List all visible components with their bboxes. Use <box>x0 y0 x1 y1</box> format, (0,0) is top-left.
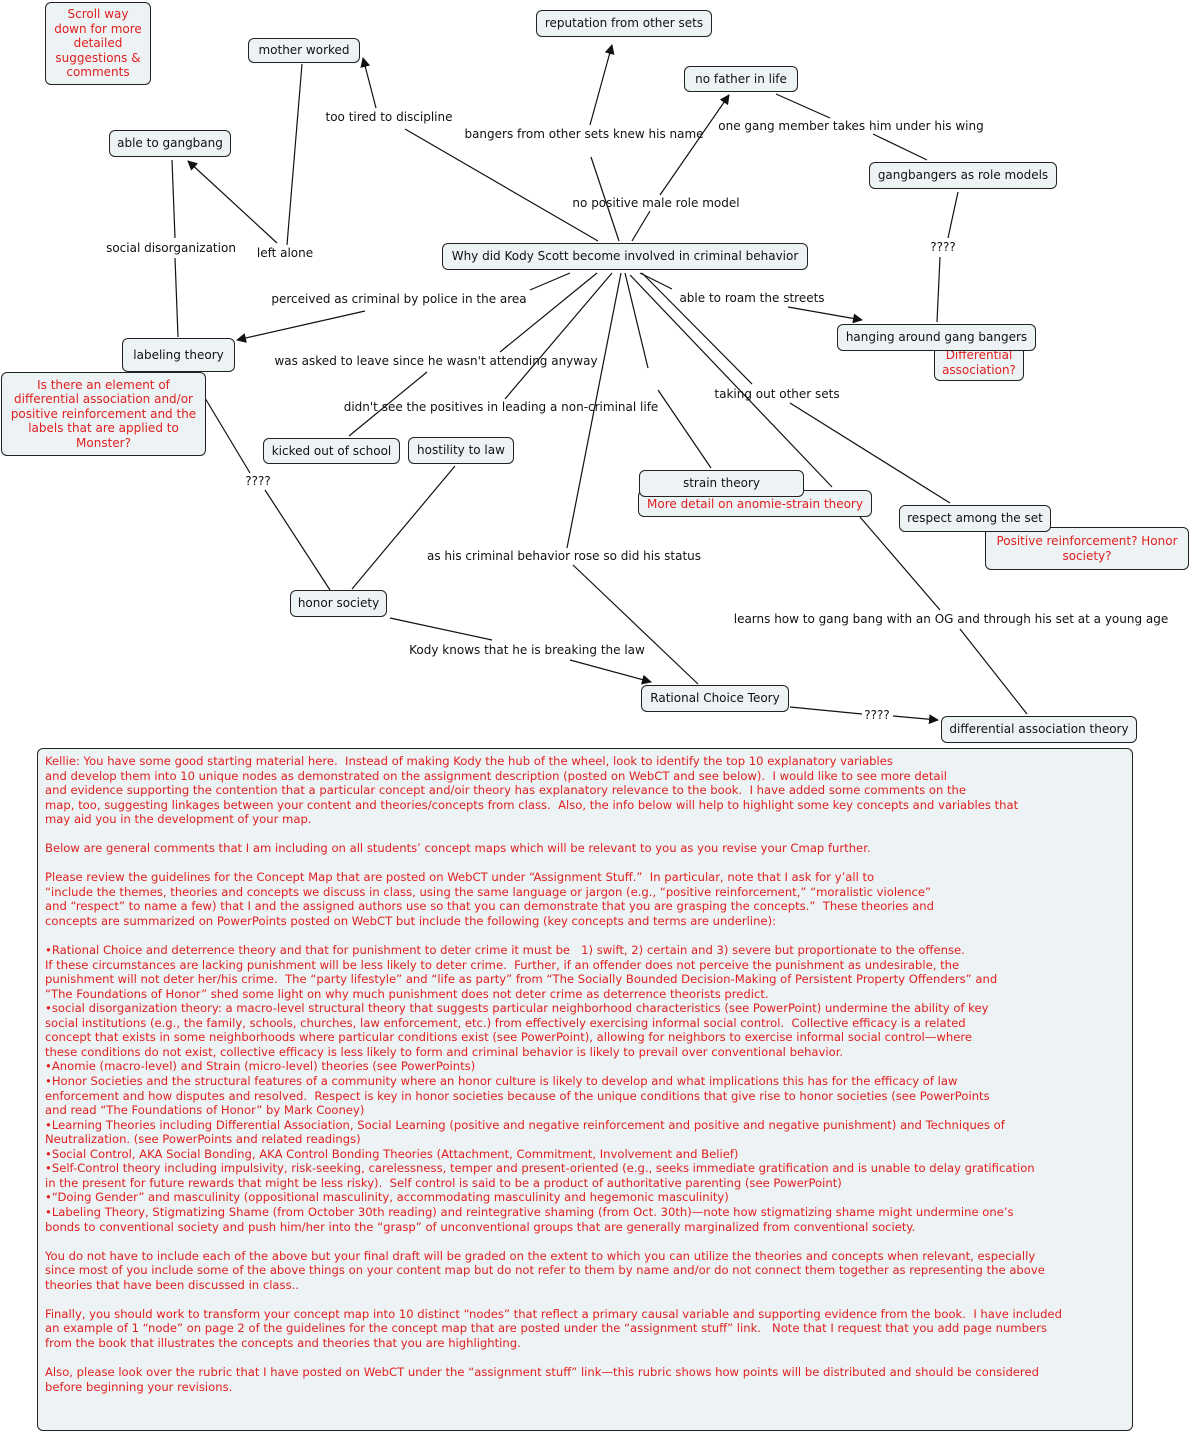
line-connector <box>171 159 176 239</box>
line-connector <box>504 272 613 400</box>
line-connector <box>657 389 712 469</box>
line-connector <box>872 133 928 161</box>
line-connector <box>629 274 833 488</box>
line-connector <box>775 93 831 119</box>
concept-hostility-to-law[interactable]: hostility to law <box>408 437 514 464</box>
link-too-tired[interactable]: too tired to discipline <box>325 110 453 124</box>
concept-mother-worked[interactable]: mother worked <box>248 38 360 63</box>
note-element-question[interactable]: Is there an element of differential asso… <box>1 372 206 456</box>
line-connector <box>499 272 598 353</box>
note-positive-reinforcement[interactable]: Positive reinforcement? Honor society? <box>985 527 1189 570</box>
arrow-connector <box>589 44 615 126</box>
concept-strain-theory[interactable]: strain theory <box>639 470 804 497</box>
line-connector <box>789 706 863 715</box>
line-connector <box>631 210 651 242</box>
line-connector <box>566 272 622 549</box>
concept-honor-society[interactable]: honor society <box>290 590 387 617</box>
line-connector <box>947 191 959 239</box>
concept-rational-choice[interactable]: Rational Choice Teory <box>641 685 789 712</box>
concept-no-father[interactable]: no father in life <box>684 66 798 92</box>
arrow-connector <box>892 714 939 725</box>
concept-role-models[interactable]: gangbangers as role models <box>869 162 1057 189</box>
line-connector <box>936 256 941 323</box>
link-question-3[interactable]: ???? <box>864 708 890 722</box>
arrow-connector <box>659 94 730 196</box>
link-asked-to-leave[interactable]: was asked to leave since he wasn't atten… <box>274 354 598 368</box>
instructor-comment-box[interactable]: Kellie: You have some good starting mate… <box>37 748 1133 1431</box>
arrow-connector <box>236 310 366 343</box>
link-social-disorganization[interactable]: social disorganization <box>106 241 236 255</box>
concept-able-to-gangbang[interactable]: able to gangbang <box>109 130 231 157</box>
link-learns-gang-bang[interactable]: learns how to gang bang with an OG and t… <box>733 612 1169 626</box>
link-no-positive-role-model[interactable]: no positive male role model <box>572 196 740 210</box>
line-connector <box>859 516 941 611</box>
arrow-connector <box>569 659 652 685</box>
line-connector <box>204 397 251 474</box>
note-scroll-down[interactable]: Scroll way down for more detailed sugges… <box>45 2 151 85</box>
line-connector <box>174 257 179 338</box>
link-perceived-criminal[interactable]: perceived as criminal by police in the a… <box>271 292 527 306</box>
link-left-alone[interactable]: left alone <box>256 246 314 260</box>
link-knows-breaking-law[interactable]: Kody knows that he is breaking the law <box>409 643 645 657</box>
line-connector <box>286 63 303 246</box>
link-status-rose[interactable]: as his criminal behavior rose so did his… <box>426 549 702 563</box>
line-connector <box>404 128 599 242</box>
line-connector <box>351 465 456 590</box>
concept-differential-association-theory[interactable]: differential association theory <box>941 716 1137 743</box>
concept-central-question[interactable]: Why did Kody Scott become involved in cr… <box>442 243 808 270</box>
line-connector <box>389 617 493 641</box>
arrow-connector <box>360 57 377 109</box>
concept-kicked-out[interactable]: kicked out of school <box>263 438 400 464</box>
link-roam-streets[interactable]: able to roam the streets <box>679 291 825 305</box>
concept-hanging-around[interactable]: hanging around gang bangers <box>837 324 1036 351</box>
line-connector <box>590 156 620 242</box>
line-connector <box>348 371 428 437</box>
note-differential-association[interactable]: Differential association? <box>934 346 1024 381</box>
line-connector <box>789 402 951 504</box>
concept-labeling-theory[interactable]: labeling theory <box>122 338 235 372</box>
link-bangers-knew[interactable]: bangers from other sets knew his name <box>464 127 704 141</box>
line-connector <box>624 272 649 369</box>
arrow-connector <box>787 306 863 324</box>
line-connector <box>572 564 699 685</box>
link-question-1[interactable]: ???? <box>930 240 956 254</box>
link-question-2[interactable]: ???? <box>245 474 271 488</box>
link-taking-out-sets[interactable]: taking out other sets <box>714 387 840 401</box>
concept-respect[interactable]: respect among the set <box>899 505 1051 532</box>
line-connector <box>959 628 1028 715</box>
link-didnt-see-positives[interactable]: didn't see the positives in leading a no… <box>343 400 659 414</box>
arrow-connector <box>187 160 278 244</box>
line-connector <box>264 489 331 591</box>
line-connector <box>529 272 571 291</box>
concept-reputation[interactable]: reputation from other sets <box>536 10 712 37</box>
line-connector <box>641 272 753 385</box>
link-one-gang-member[interactable]: one gang member takes him under his wing <box>718 119 984 133</box>
